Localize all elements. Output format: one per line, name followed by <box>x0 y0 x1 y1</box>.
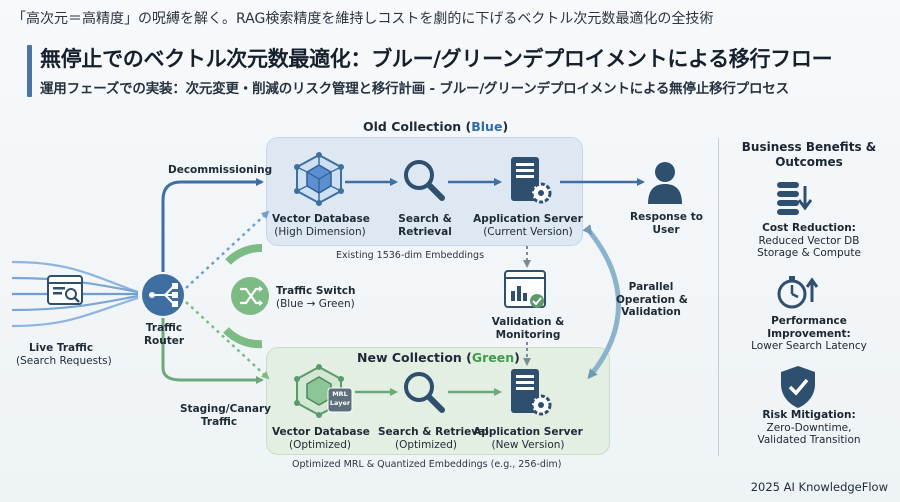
benefits-divider <box>718 138 719 456</box>
parallel-operation-arrow <box>582 224 621 380</box>
decommission-path <box>161 178 264 272</box>
staging-path <box>161 318 264 384</box>
optimized-vector-database-icon <box>294 364 344 418</box>
shield-check-icon <box>781 366 815 408</box>
title-accent-bar <box>27 45 32 97</box>
decommissioning-label: Decommissioning <box>168 164 273 176</box>
mrl-layer-badge-text: MRL Layer <box>329 390 351 407</box>
traffic-router-label: Traffic Router <box>143 322 185 347</box>
old-search-label: Search & Retrieval <box>398 213 452 238</box>
page-title: 無停止でのベクトル次元数最適化：ブルー/グリーンデプロイメントによる移行フロー <box>40 47 833 71</box>
vector-database-cube-icon <box>294 152 344 206</box>
new-search-label: Search & Retrieval (Optimized) <box>378 426 489 451</box>
server-gear-icon <box>511 157 552 204</box>
top-tagline: 「高次元＝高精度」の呪縛を解く。RAG検索精度を維持しコストを劇的に下げるベクト… <box>12 11 714 27</box>
staging-canary-label: Staging/Canary Traffic <box>180 403 271 428</box>
dotted-path-to-old <box>185 210 270 289</box>
new-collection-title: New Collection (Green) <box>357 350 520 365</box>
old-collection-caption: Existing 1536-dim Embeddings <box>336 250 485 261</box>
benefit-risk-mitigation: Risk Mitigation: Zero-Downtime, Validate… <box>757 409 861 446</box>
search-magnifier-icon-new <box>404 372 445 413</box>
new-vector-db-label: Vector Database (Optimized) <box>272 426 370 451</box>
footer-credit: 2025 AI KnowledgeFlow <box>750 480 888 494</box>
server-gear-icon-new <box>511 369 552 416</box>
traffic-router-icon <box>142 274 184 316</box>
response-to-user-label: Response to User <box>630 211 703 236</box>
new-app-server-label: Application Server (New Version) <box>473 426 583 451</box>
monitoring-chart-icon <box>504 270 546 308</box>
new-collection-caption: Optimized MRL & Quantized Embeddings (e.… <box>292 459 562 470</box>
old-app-server-label: Application Server (Current Version) <box>473 213 583 238</box>
old-collection-title: Old Collection (Blue) <box>363 119 509 134</box>
parallel-operation-label: Parallel Operation & Validation <box>616 281 688 318</box>
page-subtitle: 運用フェーズでの実装：次元変更・削減のリスク管理と移行計画 - ブルー/グリーン… <box>40 81 789 97</box>
stopwatch-icon <box>777 276 819 309</box>
traffic-switch-icon <box>223 244 269 349</box>
mrl-layer-badge <box>327 387 353 413</box>
dotted-path-to-new <box>185 301 270 380</box>
benefit-cost-reduction: Cost Reduction: Reduced Vector DB Storag… <box>757 222 861 259</box>
search-magnifier-icon <box>404 160 445 201</box>
user-icon <box>648 162 682 204</box>
benefit-performance: Performance Improvement: Lower Search La… <box>751 315 867 352</box>
traffic-switch-label: Traffic Switch (Blue → Green) <box>276 285 356 310</box>
cost-reduction-icon <box>777 182 813 215</box>
live-traffic-label: Live Traffic (Search Requests) <box>16 342 112 367</box>
browser-search-icon <box>47 275 83 305</box>
validation-monitoring-label: Validation & Monitoring <box>491 316 565 341</box>
benefits-title: Business Benefits & Outcomes <box>741 140 877 169</box>
old-vector-db-label: Vector Database (High Dimension) <box>272 213 370 238</box>
